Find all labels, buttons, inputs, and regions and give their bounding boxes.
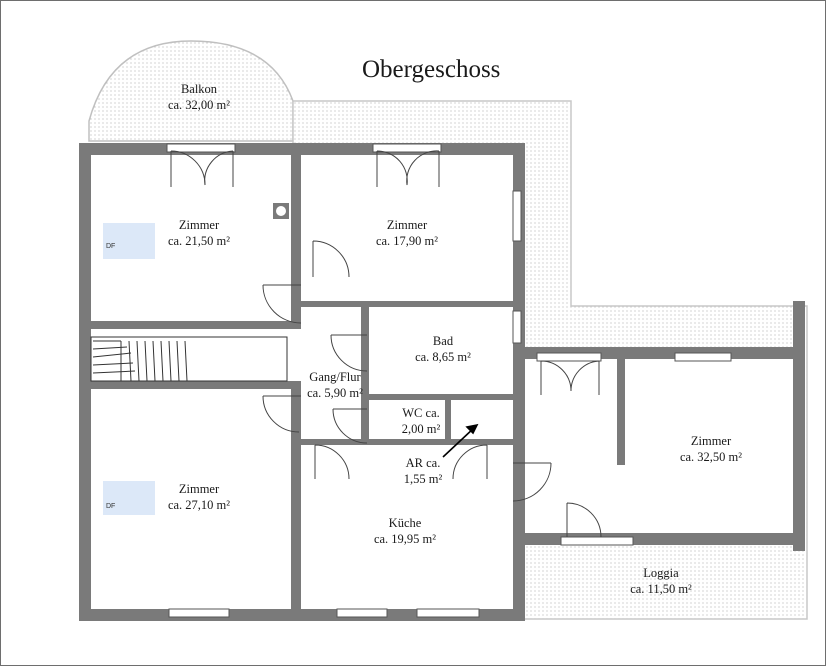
- room-name: Zimmer: [690, 434, 732, 448]
- room-name: Küche: [388, 516, 422, 530]
- room-area: ca. 17,90 m²: [375, 234, 439, 248]
- room-name: Zimmer: [178, 482, 220, 496]
- room-area: ca. 21,50 m²: [167, 234, 231, 248]
- room-area: 1,55 m²: [403, 472, 443, 486]
- room-name: Zimmer: [178, 218, 220, 232]
- room-area: ca. 5,90 m²: [307, 386, 363, 400]
- room-area: ca. 32,50 m²: [679, 450, 743, 464]
- page-title: Obergeschoss: [362, 56, 501, 83]
- room-name: AR ca.: [405, 456, 441, 470]
- room-loggia: Loggia ca. 11,50 m²: [630, 565, 692, 597]
- room-name: Loggia: [643, 566, 679, 580]
- skylight-1: [103, 223, 155, 259]
- room-name: Gang/Flur: [309, 370, 361, 384]
- room-name: WC ca.: [402, 406, 440, 420]
- room-balkon: Balkon ca. 32,00 m²: [168, 81, 230, 113]
- room-zimmer-2: Zimmer ca. 17,90 m²: [376, 217, 438, 249]
- room-kueche: Küche ca. 19,95 m²: [374, 515, 436, 547]
- room-name: Balkon: [180, 82, 218, 96]
- balcony-area: [88, 40, 294, 142]
- room-area: ca. 11,50 m²: [630, 582, 692, 596]
- room-name: Zimmer: [386, 218, 428, 232]
- room-bad: Bad ca. 8,65 m²: [415, 333, 471, 365]
- chimney-icon: [273, 203, 289, 219]
- skylight-2: [103, 481, 155, 515]
- room-area: ca. 32,00 m²: [167, 98, 231, 112]
- room-area: ca. 8,65 m²: [415, 350, 471, 364]
- room-zimmer-3: Zimmer ca. 27,10 m²: [168, 481, 230, 513]
- room-area: ca. 19,95 m²: [373, 532, 437, 546]
- room-ar: AR ca. 1,55 m²: [404, 455, 442, 487]
- staircase: [90, 336, 288, 382]
- room-name: Bad: [432, 334, 454, 348]
- arrow-icon: [442, 423, 479, 458]
- room-zimmer-1: Zimmer ca. 21,50 m²: [168, 217, 230, 249]
- room-area: 2,00 m²: [401, 422, 441, 436]
- skylight-label-2: DF: [106, 503, 116, 510]
- skylight-label-1: DF: [106, 243, 116, 250]
- room-gang-flur: Gang/Flur ca. 5,90 m²: [307, 369, 363, 401]
- room-wc: WC ca. 2,00 m²: [402, 405, 440, 437]
- room-zimmer-4: Zimmer ca. 32,50 m²: [680, 433, 742, 465]
- windows: [166, 143, 732, 618]
- doors: [170, 150, 602, 538]
- room-area: ca. 27,10 m²: [167, 498, 231, 512]
